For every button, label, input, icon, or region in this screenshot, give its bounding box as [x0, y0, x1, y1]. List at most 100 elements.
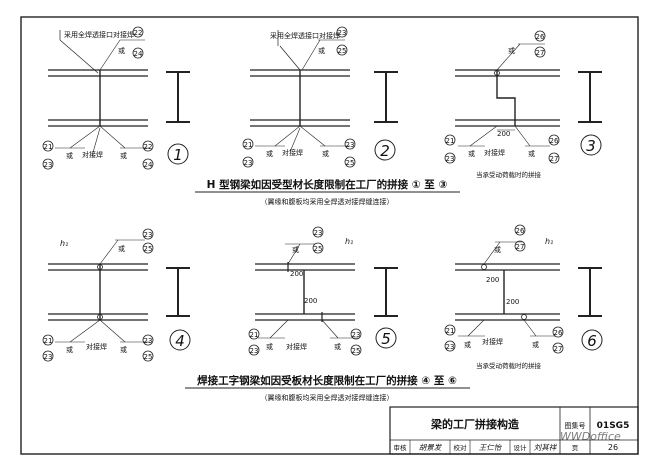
ref-number: 23: [338, 29, 347, 37]
ref-number: 21: [446, 327, 455, 335]
ref-number: 23: [352, 331, 361, 339]
detail-4: h₁ 或 23 25 或 21 23 对接焊 或 23 25 4: [42, 228, 191, 362]
ref-number: 23: [44, 161, 53, 169]
caption-top-title: H 型钢梁如因受型材长度限制在工厂的拼接 ① 至 ③: [207, 178, 448, 191]
weld-note-or: 或: [494, 245, 501, 254]
weld-note-or: 或: [266, 149, 273, 158]
ref-number: 26: [550, 137, 559, 145]
detail-number: 5: [381, 330, 391, 348]
check-signature: 王仁怡: [479, 443, 502, 452]
caption-top-note: （翼缘和腹板均采用全焊透对接焊缝连接）: [261, 197, 394, 206]
detail-number: 1: [173, 146, 183, 164]
ref-number: 25: [144, 353, 153, 361]
ref-number: 23: [446, 343, 455, 351]
dimension-h1: h₁: [345, 237, 353, 246]
detail-1: 采用全焊透接口对接焊 或 22 24 或 21 23 对接焊 或 22 24 1: [42, 26, 190, 170]
caption-bottom-title: 焊接工字钢梁如因受板材长度限制在工厂的拼接 ④ 至 ⑥: [197, 374, 457, 387]
weld-note-butt: 对接焊: [482, 337, 503, 346]
page-number: 26: [608, 443, 618, 452]
ref-number: 21: [44, 337, 53, 345]
ref-number: 22: [144, 143, 153, 151]
detail-number: 6: [587, 332, 597, 350]
ref-number: 27: [554, 345, 563, 353]
ref-number: 21: [44, 143, 53, 151]
ref-number: 23: [144, 337, 153, 345]
weld-note-or: 或: [528, 149, 535, 158]
detail-number: 3: [586, 137, 596, 155]
weld-note-butt: 对接焊: [86, 342, 107, 351]
dynamic-load-note: 当承受动荷载时的拼接: [476, 361, 542, 370]
dimension-h1: h₁: [60, 239, 68, 248]
design-label: 设计: [514, 443, 528, 452]
check-label: 校对: [454, 443, 468, 452]
ref-number: 25: [338, 47, 347, 55]
weld-note-or: 或: [464, 340, 471, 349]
page-label: 页: [572, 444, 579, 452]
dimension-h1: h₁: [545, 237, 553, 246]
weld-note-or: 或: [66, 151, 73, 160]
ref-number: 21: [244, 141, 253, 149]
weld-note-or: 或: [120, 345, 127, 354]
detail-6: 200 200 h₁ 或 26 27 或 21 23 对接焊 或 26 27 当…: [444, 224, 603, 370]
ref-number: 26: [516, 227, 525, 235]
ref-number: 21: [250, 331, 259, 339]
detail-2: 采用全焊透接口对接焊 或 23 25 或 21 23 对接焊 或 23 25 2: [242, 26, 398, 168]
ref-number: 27: [550, 155, 559, 163]
ref-number: 25: [144, 245, 153, 253]
dynamic-load-note: 当承受动荷载时的拼接: [476, 170, 542, 179]
design-signature: 刘其祥: [534, 443, 558, 452]
weld-note-or: 或: [322, 149, 329, 158]
dimension-200: 200: [486, 276, 499, 284]
ref-number: 24: [134, 50, 143, 58]
ref-number: 25: [346, 159, 355, 167]
detail-number: 4: [175, 332, 185, 350]
title-block: 梁的工厂拼接构造 图集号 01SG5 审核 胡景发 校对 王仁怡 设计 刘其祥 …: [389, 406, 639, 455]
atlas-label: 图集号: [565, 421, 586, 430]
caption-bottom-note: （翼缘和腹板均采用全焊透对接焊缝连接）: [261, 393, 394, 402]
sheet-frame: [20, 16, 639, 455]
ref-number: 25: [352, 347, 361, 355]
ref-number: 23: [144, 231, 153, 239]
ref-number: 26: [536, 33, 545, 41]
weld-note-or: 或: [118, 244, 125, 253]
ref-number: 21: [446, 137, 455, 145]
ref-number: 23: [446, 155, 455, 163]
weld-note-or: 或: [532, 340, 539, 349]
drawing-title: 梁的工厂拼接构造: [430, 417, 520, 431]
review-signature: 胡景发: [419, 443, 443, 452]
dimension-200: 200: [497, 130, 510, 138]
detail-3: 或 26 27 200 或 21 23 对接焊 或 26 27 当承受动荷载时的…: [444, 30, 602, 179]
weld-note-or: 或: [120, 151, 127, 160]
ref-number: 23: [346, 141, 355, 149]
weld-note-or: 或: [292, 245, 299, 254]
weld-note-or: 或: [266, 342, 273, 351]
weld-note-butt: 对接焊: [82, 150, 103, 159]
weld-note-butt: 对接焊: [282, 148, 303, 157]
ref-number: 23: [314, 229, 323, 237]
weld-note-butt: 对接焊: [286, 342, 307, 351]
weld-note-or: 或: [334, 342, 341, 351]
ref-number: 24: [144, 161, 153, 169]
weld-note-or: 或: [118, 46, 125, 55]
weld-note-or: 或: [318, 46, 325, 55]
dimension-200: 200: [290, 270, 303, 278]
weld-note-or: 或: [66, 345, 73, 354]
ref-number: 27: [516, 243, 525, 251]
weld-note-butt: 对接焊: [484, 148, 505, 157]
ref-number: 27: [536, 49, 545, 57]
ref-number: 23: [244, 159, 253, 167]
detail-number: 2: [380, 142, 390, 160]
atlas-number: 01SG5: [597, 421, 630, 431]
dimension-200: 200: [506, 298, 519, 306]
detail-5: 200 200 h₁ 或 23 25 或 21 23 对接焊 或 23 25 5: [248, 226, 398, 356]
weld-note-or: 或: [468, 149, 475, 158]
ref-number: 25: [314, 245, 323, 253]
dimension-200: 200: [304, 297, 317, 305]
ref-number: 23: [44, 353, 53, 361]
weld-note-full-pen: 采用全焊透接口对接焊: [270, 31, 340, 40]
watermark: WWDoffice: [560, 430, 621, 443]
weld-note-full-pen: 采用全焊透接口对接焊: [64, 30, 134, 39]
ref-number: 22: [134, 29, 143, 37]
ref-number: 23: [250, 347, 259, 355]
